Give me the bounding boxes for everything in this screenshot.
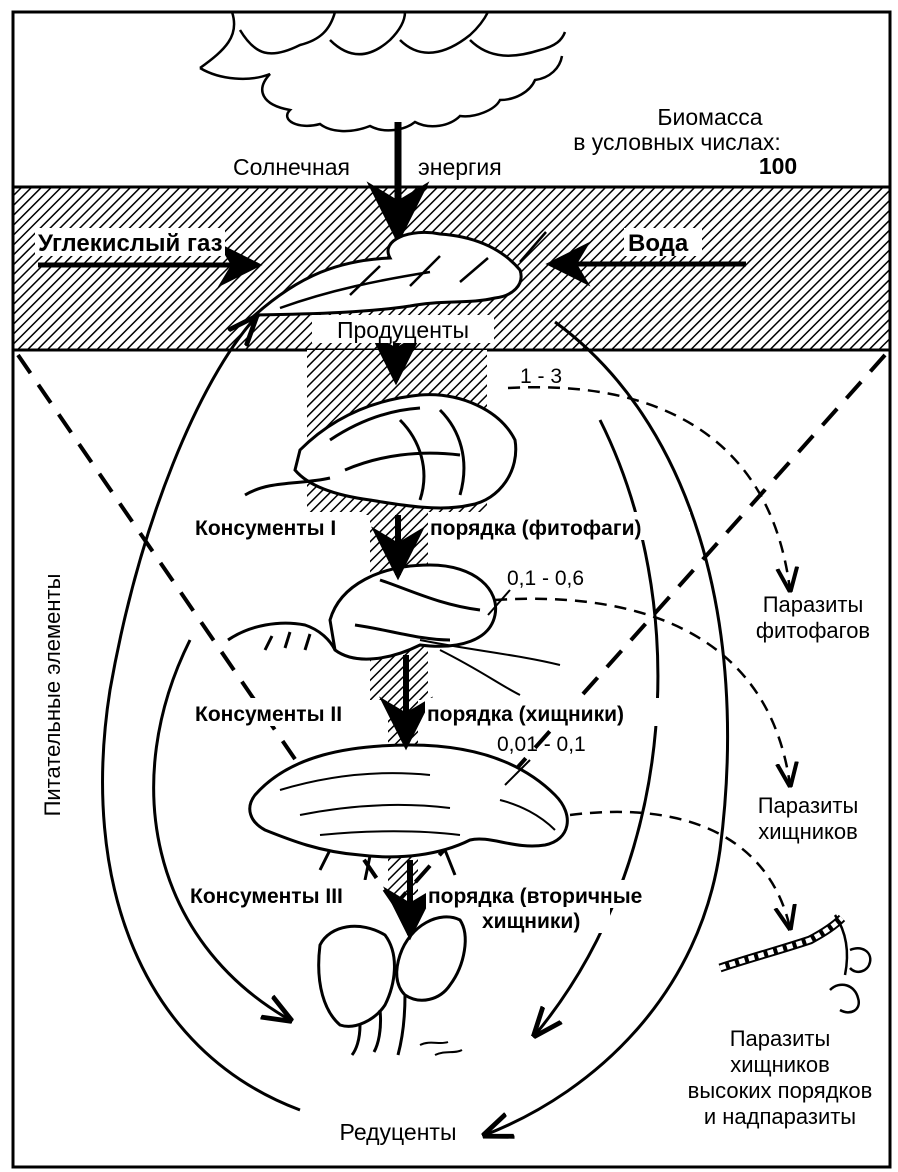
parasites-phyto-line1: Паразиты [763, 592, 864, 617]
caterpillar-icon [244, 393, 518, 510]
consumers-3-bg-line2 [478, 907, 610, 933]
nutrients-vertical-label: Питательные элементы [40, 574, 65, 817]
consumers-2-label-right: порядка (хищники) [427, 703, 624, 726]
badger-icon [248, 743, 569, 881]
consumers-3-bg-right [426, 880, 696, 908]
solar-energy-label-left: Солнечная [233, 154, 350, 180]
water-label-bg [624, 228, 702, 256]
consumers-1-label-left: Консументы I [195, 517, 336, 540]
consumers-2-bg-right [425, 698, 680, 726]
water-label: Вода [628, 230, 689, 257]
leaf-icon [250, 230, 547, 317]
ratio-label-2: 0,1 - 0,6 [507, 567, 584, 590]
carbon-dioxide-label: Углекислый газ [38, 230, 223, 257]
ratio-label-1: 1 - 3 [520, 365, 562, 388]
parasites-high-line1: Паразиты [730, 1026, 831, 1051]
ratio-pointer-lines [487, 589, 531, 786]
biomass-label-line1: Биомасса [657, 104, 762, 130]
consumers-3-label-line2: хищники) [482, 910, 580, 933]
frame-border [11, 10, 892, 1169]
biomass-label-line2: в условных числах: [573, 129, 781, 155]
trophic-flow-arrows [369, 331, 437, 941]
consumers-2-label-left: Консументы II [195, 703, 342, 726]
mushroom-icon [317, 915, 467, 1056]
parasites-pred-line2: хищников [758, 819, 858, 844]
ratio-label-3: 0,01 - 0,1 [497, 733, 586, 756]
consumers-1-bg-left [193, 512, 365, 540]
carbon-dioxide-label-bg [35, 228, 225, 256]
nutrient-cycle-arrows [101, 318, 730, 1135]
consumers-3-bg-left [188, 880, 378, 908]
producers-label: Продуценты [337, 317, 469, 343]
parasites-pred-line1: Паразиты [758, 793, 859, 818]
consumers-1-bg-right [428, 512, 690, 540]
sun-icon [199, 11, 567, 133]
consumers-1-label-right: порядка (фитофаги) [430, 517, 642, 540]
solar-energy-label-right: энергия [418, 154, 502, 180]
larva-icon [718, 914, 872, 1014]
parasites-high-line2: хищников [730, 1052, 830, 1077]
parasite-dashed-arrows [494, 386, 790, 928]
consumers-3-label-left: Консументы III [190, 885, 343, 908]
parasites-high-line3: высоких порядков [688, 1078, 873, 1103]
producers-label-bg [312, 315, 494, 343]
consumers-2-bg-left [193, 698, 369, 726]
parasites-phyto-line2: фитофагов [756, 618, 870, 643]
consumers-3-label-right: порядка (вторичные [428, 885, 642, 908]
biomass-value: 100 [759, 153, 797, 179]
decomposers-label: Редуценты [339, 1119, 456, 1145]
parasites-high-line4: и надпаразиты [704, 1104, 856, 1129]
